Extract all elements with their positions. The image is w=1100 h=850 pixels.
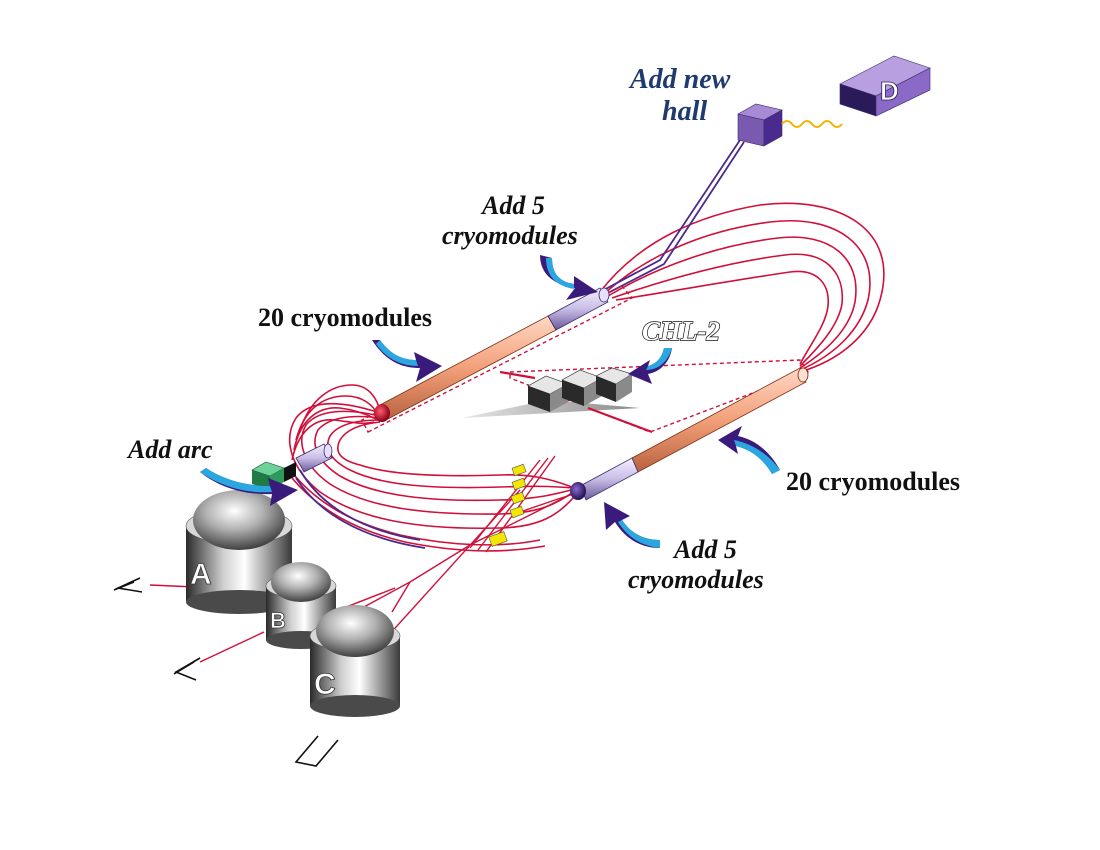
photon-beam-icon [781,120,843,128]
arrow-add5-bottom-icon [604,502,660,548]
arrow-chl2-icon [628,348,672,384]
hall-a-letter: A [190,558,212,591]
hall-d-letter: D [880,76,899,106]
south-linac-end-cap [570,482,586,500]
south-linac-new-cryomodules [579,457,639,501]
add-arc-magnet [251,461,296,490]
north-linac-end-cap [374,404,390,422]
plant-cube-2 [561,369,603,406]
label-add5-bottom-line1: Add 5 [672,535,737,564]
label-add5-top-line1: Add 5 [480,191,545,220]
hall-d-beamline [295,139,745,549]
label-add-new-hall-line2: hall [662,96,707,127]
label-add-new-hall-line1: Add new [628,64,731,95]
hall-d-building: D [839,55,931,117]
arrow-cryo20-right-icon [718,426,780,474]
hall-c: C [309,605,401,717]
hall-d-tagger-building [737,103,783,147]
label-chl2: CHL-2 [642,316,720,346]
hall-b-letter: B [270,608,286,633]
arrows [200,255,780,548]
plant-cube-3 [595,367,633,402]
labels: Add new hall Add 5 cryomodules 20 cryomo… [126,64,960,594]
label-add5-top-line2: cryomodules [442,221,578,250]
north-linac [374,287,610,422]
hall-c-letter: C [314,668,336,701]
hall-a: A [185,490,293,614]
label-add-arc: Add arc [126,435,213,464]
injector-tube [295,443,333,473]
arrow-cryo20-left-icon [372,340,442,382]
south-linac [570,367,809,501]
arrow-add5-top-icon [540,255,598,300]
label-cryo20-right: 20 cryomodules [786,467,960,496]
north-linac-new-cryomodules [547,287,609,331]
beam-dumps [113,577,339,767]
arrow-add-arc-icon [200,468,298,506]
hall-b: B [265,562,337,649]
label-add5-bottom-line2: cryomodules [628,565,764,594]
beam-switchyard-markers [488,463,527,547]
chl2-plant [462,367,653,434]
dashed-outlines [361,285,810,433]
label-cryo20-left: 20 cryomodules [258,303,432,332]
